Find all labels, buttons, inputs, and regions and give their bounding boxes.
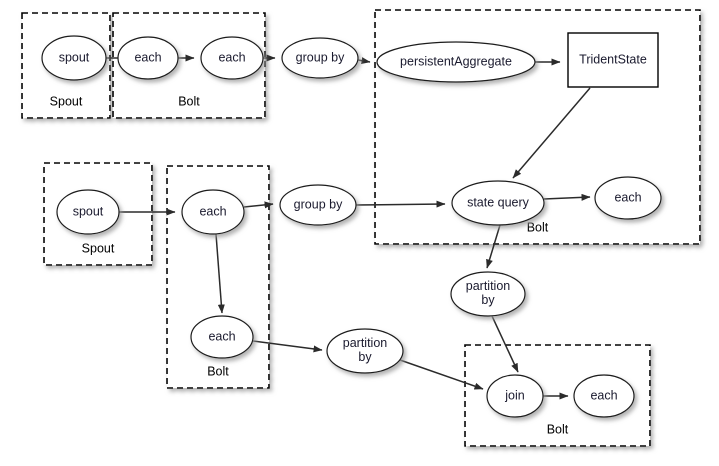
edge-n-partby-1-to-n-join [491,315,519,373]
node-spout-1[interactable]: spout [41,35,107,81]
node-groupby-2[interactable]: group by [279,184,357,226]
node-label: group by [294,197,343,211]
edge-n-groupby-2-to-n-statequery [355,200,446,208]
node-each-2b[interactable]: each [190,315,254,359]
edge-n-partby-2-to-n-join [399,359,484,390]
node-shape-ellipse [594,176,662,220]
node-shape-ellipse [41,35,107,81]
node-label: spout [73,204,104,218]
node-label: each [218,50,245,64]
edge-n-each-2b-to-n-partby-2 [252,340,323,353]
node-each-1b[interactable]: each [200,36,264,80]
node-label: each [199,204,226,218]
node-shape-ellipse [56,189,120,235]
node-label: each [590,388,617,402]
edge-n-each-2a-to-n-each-2b [215,233,225,314]
group-label: Bolt [547,422,569,436]
group-label: Bolt [527,220,549,234]
node-shape-ellipse [181,189,245,235]
node-join[interactable]: join [486,374,544,418]
group-label: Spout [82,241,115,255]
edge-n-each-2a-to-n-groupby-2 [243,201,274,209]
node-shape-ellipse [279,184,357,226]
node-shape-ellipse [376,41,536,83]
node-label: TridentState [579,52,647,66]
node-persagg[interactable]: persistentAggregate [376,41,536,83]
node-tridstate[interactable]: TridentState [567,32,659,88]
node-shape-ellipse [117,36,179,80]
group-label: Bolt [207,364,229,378]
node-label: join [504,388,525,402]
node-shape-ellipse [451,180,545,226]
node-shape-ellipse [200,36,264,80]
node-shape-ellipse [326,328,404,374]
nodes-layer: spout each each group by persistentAggregate… [41,32,662,418]
node-each-2a[interactable]: each [181,189,245,235]
group-label: Bolt [178,94,200,108]
edge-n-statequery-to-n-partby-1 [486,224,501,269]
edge-n-groupby-1-to-n-persagg [357,57,371,65]
node-shape-ellipse [486,374,544,418]
node-label: persistentAggregate [400,54,512,68]
node-shape-ellipse [190,315,254,359]
node-each-1a[interactable]: each [117,36,179,80]
node-label: each [208,329,235,343]
edge-n-statequery-to-n-each-3 [543,193,591,201]
group-label: Spout [50,94,83,108]
node-each-3[interactable]: each [594,176,662,220]
node-each-4[interactable]: each [573,374,635,418]
edges-layer [106,54,591,400]
node-label: group by [296,50,345,64]
node-shape-ellipse [281,37,359,79]
node-label: spout [59,50,90,64]
node-label: each [614,190,641,204]
node-shape-ellipse [573,374,635,418]
node-shape-rect [567,32,659,88]
node-spout-2[interactable]: spout [56,189,120,235]
node-label: each [134,50,161,64]
node-statequery[interactable]: state query [451,180,545,226]
node-shape-ellipse [450,271,526,317]
node-label: state query [467,195,530,209]
edge-n-tridstate-to-n-statequery [512,87,591,179]
node-groupby-1[interactable]: group by [281,37,359,79]
